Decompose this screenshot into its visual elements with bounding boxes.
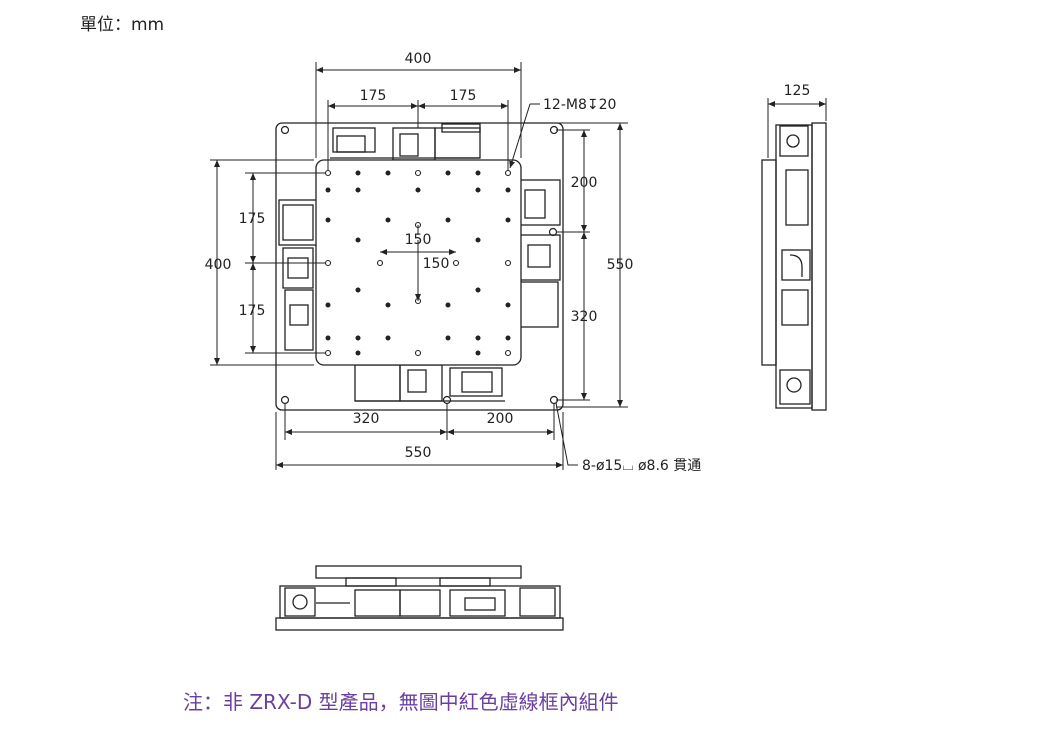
dim-top-right: 175 [450, 88, 477, 104]
front-view [275, 565, 564, 631]
dim-left-lower: 175 [239, 303, 266, 319]
dim-bottom [275, 403, 564, 470]
dim-right-lower: 320 [571, 309, 598, 325]
unit-label: 單位：mm [80, 15, 165, 35]
note-text: 注：非 ZRX-D 型產品，無圖中紅色虛線框內組件 [183, 690, 619, 714]
base-plate [275, 122, 564, 411]
left-motor-assembly [278, 199, 318, 351]
dim-right-upper: 200 [571, 175, 598, 191]
bottom-motor-assembly [354, 364, 505, 402]
table-dots [325, 170, 511, 356]
base-mount-holes [280, 125, 559, 405]
dim-center-h: 150 [423, 256, 450, 272]
dim-top-left: 175 [360, 88, 387, 104]
dim-top [315, 62, 522, 170]
leader-through [555, 402, 578, 466]
dim-right [556, 122, 628, 408]
top-motor-assembly [330, 123, 481, 161]
top-view [210, 62, 628, 470]
dim-right-total: 550 [607, 257, 634, 273]
dim-bottom-right: 200 [487, 411, 514, 427]
dim-left [210, 159, 326, 366]
table-holes [324, 169, 512, 357]
dim-side-width: 125 [784, 83, 811, 99]
dim-bottom-total: 550 [405, 445, 432, 461]
leader-tapped [509, 103, 531, 169]
dim-left-total: 400 [205, 257, 232, 273]
dim-top-total: 400 [405, 51, 432, 67]
right-motor-assembly [519, 179, 561, 328]
dim-left-upper: 175 [239, 211, 266, 227]
dim-center-v: 150 [405, 232, 432, 248]
dim-bottom-left: 320 [353, 411, 380, 427]
callout-through-holes: 8-ø15⌴ ø8.6 貫通 [582, 458, 701, 474]
callout-tapped-holes: 12-M8↧20 [543, 97, 616, 113]
side-view [761, 98, 827, 411]
